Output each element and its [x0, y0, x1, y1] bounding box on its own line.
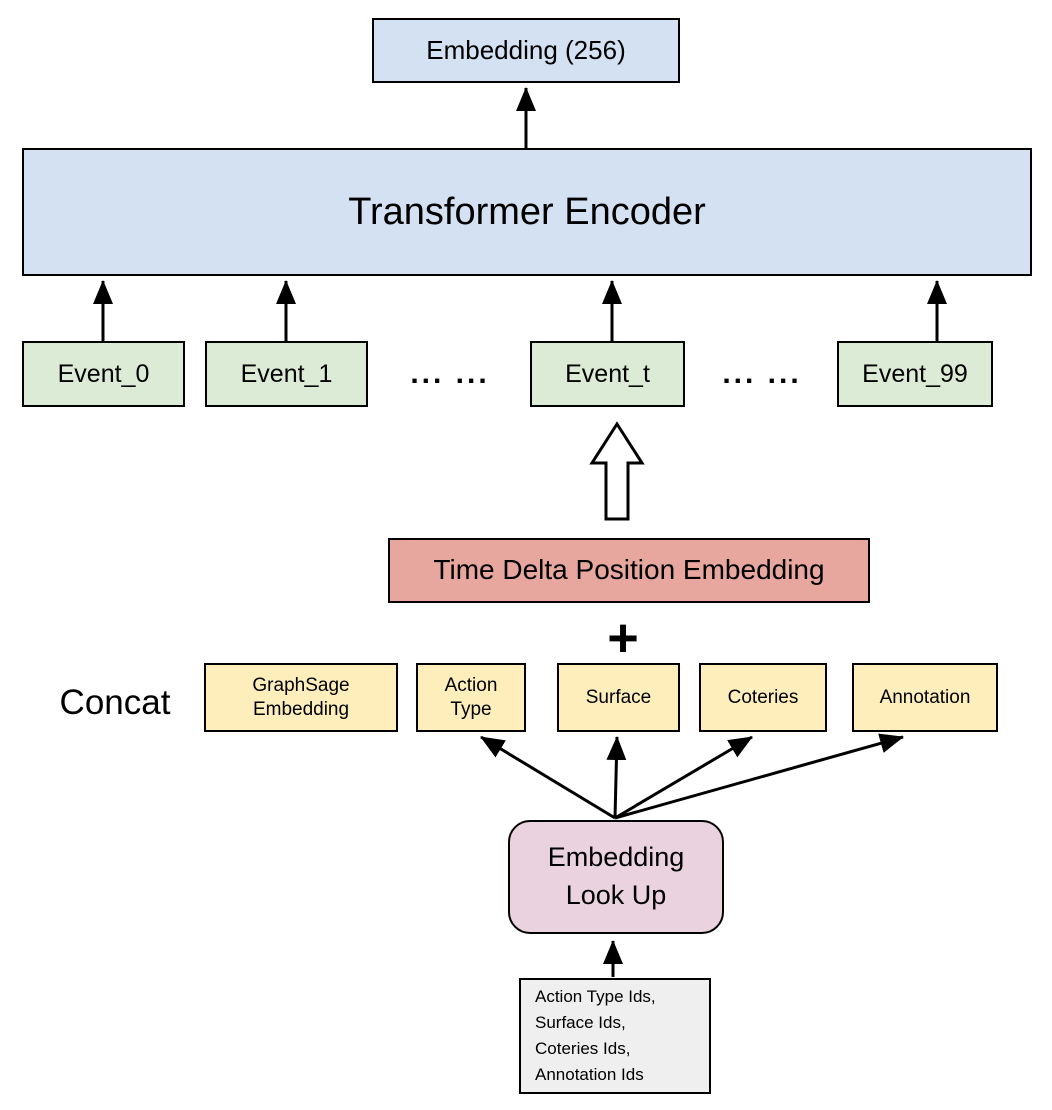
- time-delta-position-embedding-node: Time Delta Position Embedding: [388, 538, 870, 603]
- surface-node: Surface: [557, 663, 680, 732]
- action-type-node: Action Type: [416, 663, 526, 732]
- event-99-node: Event_99: [837, 341, 993, 407]
- concat-label: Concat: [59, 683, 171, 722]
- plus-operator: +: [607, 608, 639, 668]
- event-0-node: Event_0: [22, 341, 185, 407]
- annotation-node: Annotation: [852, 663, 998, 732]
- transformer-encoder-node: Transformer Encoder: [22, 148, 1032, 276]
- arrow-lookup-to-action: [480, 735, 616, 820]
- event-t-node: Event_t: [530, 341, 685, 407]
- arrow-lookup-to-annotation: [614, 733, 904, 820]
- output-embedding-node: Embedding (256): [372, 18, 680, 83]
- coteries-node: Coteries: [699, 663, 827, 732]
- arrow-lookup-to-coteries: [614, 735, 753, 820]
- graphsage-embedding-node: GraphSage Embedding: [204, 663, 398, 732]
- ellipsis-right: ... ...: [722, 357, 802, 390]
- embedding-lookup-node: Embedding Look Up: [508, 820, 724, 934]
- input-ids-node: Action Type Ids, Surface Ids, Coteries I…: [519, 978, 711, 1094]
- fat-arrow-time-delta-to-eventt: [589, 421, 645, 521]
- event-1-node: Event_1: [205, 341, 368, 407]
- arrow-lookup-to-surface: [606, 736, 627, 819]
- ellipsis-left: ... ...: [410, 357, 490, 390]
